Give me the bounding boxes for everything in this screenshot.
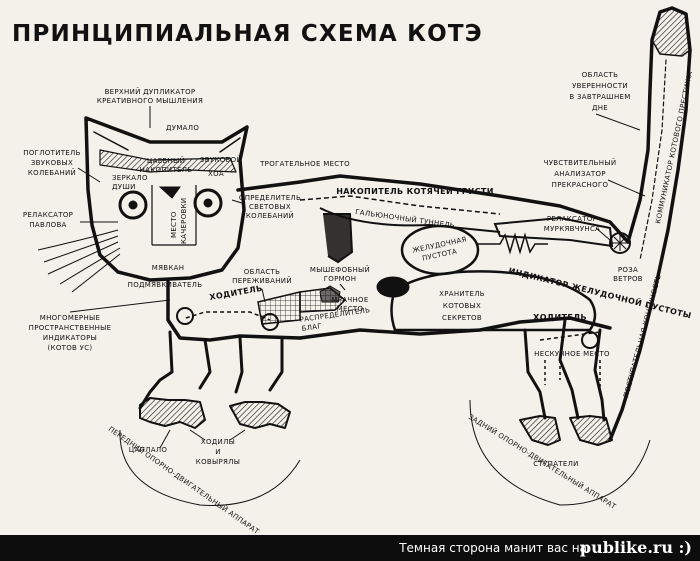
whiskers bbox=[37, 229, 121, 293]
label-sound-ear: ЗВУКОВОЙ bbox=[200, 155, 242, 164]
label-mouse-hormone-1: МЫШЕФОБНЫЙ bbox=[310, 265, 370, 274]
label-beauty-3: ПРЕКРАСНОГО bbox=[552, 181, 609, 189]
label-confidence-1: ОБЛАСТЬ bbox=[582, 71, 618, 79]
label-secrets-3: СЕКРЕТОВ bbox=[442, 314, 482, 322]
label-whisker-place-1: МЕСТО bbox=[170, 211, 178, 238]
label-tsaplo: ЦАПЛАЛО bbox=[129, 446, 168, 454]
label-confidence-2: УВЕРЕННОСТИ bbox=[572, 82, 628, 90]
label-steppers: СТУПАТЕЛИ bbox=[533, 460, 578, 468]
label-rear-walker: ХОДИТЕЛЬ bbox=[533, 313, 587, 322]
footer-text: Темная сторона манит вас на bbox=[399, 541, 587, 555]
label-front-walker: ХОДИТЕЛЬ bbox=[209, 284, 263, 302]
label-myavkan: МЯВКАН bbox=[152, 264, 185, 272]
label-sound-absorber-2: ЗВУКОВЫХ bbox=[31, 159, 73, 167]
label-relaxator-pavlov-2: ПАВЛОВА bbox=[29, 221, 66, 229]
labels: ВЕРХНИЙ ДУПЛИКАТОР КРЕАТИВНОГО МЫШЛЕНИЯ … bbox=[23, 71, 694, 537]
label-food-acc-2: НАКОПИТЕЛЬ bbox=[140, 166, 193, 174]
label-touch-place: ТРОГАТЕЛЬНОЕ МЕСТО bbox=[259, 160, 350, 168]
label-food-acc-1: ЦАЕВНЫЙ bbox=[147, 156, 185, 165]
label-purr-relax-2: МУРКЯВЧУНСА bbox=[544, 225, 600, 233]
internal-organs bbox=[176, 195, 631, 390]
label-soft-place: НЕСКУЧНОЕ МЕСТО bbox=[534, 350, 610, 358]
cat-outline bbox=[84, 6, 692, 446]
label-walkers-1: ХОДИЛЫ bbox=[201, 438, 235, 446]
label-top-duplicator-1: ВЕРХНИЙ ДУПЛИКАТОР bbox=[105, 87, 196, 96]
cat-eyes bbox=[118, 185, 223, 246]
label-multidim-4: (КОТОВ УС) bbox=[48, 344, 93, 352]
label-wind-rose-1: РОЗА bbox=[618, 266, 638, 274]
label-secrets-2: КОТОВЫХ bbox=[443, 302, 481, 310]
leg-apparatus-circles bbox=[119, 399, 651, 506]
label-worries-1: ОБЛАСТЬ bbox=[244, 268, 280, 276]
label-dark-place-1: МРАЧНОЕ bbox=[331, 296, 368, 304]
label-multidim-2: ПРОСТРАНСТВЕННЫЕ bbox=[29, 324, 112, 332]
label-top-duplicator-2: КРЕАТИВНОГО МЫШЛЕНИЯ bbox=[97, 97, 203, 105]
label-worries-2: ПЕРЕЖИВАНИЙ bbox=[232, 276, 292, 285]
label-relaxator-pavlov-1: РЕЛАКСАТОР bbox=[23, 211, 73, 219]
label-dark-place-2: МЕСТО bbox=[337, 305, 364, 313]
label-confidence-4: ДНЕ bbox=[592, 104, 608, 112]
label-dumalo: ДУМАЛО bbox=[166, 124, 199, 132]
label-wind-rose-2: ВЕТРОВ bbox=[613, 275, 643, 283]
label-light-3: КОЛЕБАНИЙ bbox=[246, 211, 294, 220]
label-secrets-1: ХРАНИТЕЛЬ bbox=[439, 290, 485, 298]
label-walkers-2: И bbox=[215, 448, 221, 456]
footer-brand-link[interactable]: publike.ru :) bbox=[579, 538, 692, 557]
label-sound-absorber-3: КОЛЕБАНИЙ bbox=[28, 168, 76, 177]
label-light-1: ОПРЕДЕЛИТЕЛЬ bbox=[239, 194, 301, 202]
label-multidim-3: ИНДИКАТОРЫ bbox=[43, 334, 97, 342]
footer-bar: Темная сторона манит вас на publike.ru :… bbox=[0, 535, 700, 561]
label-tunnel: ГАЛЬЮНОЧНЫЙ ТУННЕЛЬ bbox=[355, 207, 456, 230]
label-progress-limb: ПОСТУПАТЕЛЬНАЯ КОНЕЧНОСТЬ bbox=[622, 273, 663, 398]
label-walkers-3: КОВЫРЯЛЫ bbox=[196, 458, 240, 466]
label-whisker-place-2: КАЧЕРОВКИ bbox=[180, 198, 188, 244]
label-sadness: НАКОПИТЕЛЬ КОТЯЧЕЙ ГРУСТИ bbox=[336, 185, 494, 196]
label-eyes-1: ЗЕРКАЛО bbox=[112, 174, 148, 182]
diagram-title: ПРИНЦИПИАЛЬНАЯ СХЕМА КОТЭ bbox=[12, 21, 483, 47]
pointer-lines bbox=[69, 106, 646, 449]
label-eyes-2: ДУШИ bbox=[112, 183, 136, 191]
label-good-dist-2: БЛАГ bbox=[301, 322, 322, 333]
label-beauty-2: АНАЛИЗАТОР bbox=[554, 170, 606, 178]
label-hoa: ХОА bbox=[208, 170, 224, 178]
label-purr-relax-1: РЕЛАКСАТОР bbox=[547, 215, 597, 223]
label-multidim-1: МНОГОМЕРНЫЕ bbox=[40, 314, 100, 322]
label-light-2: СВЕТОВЫХ bbox=[249, 203, 291, 211]
label-front-apparatus: ПЕРЕДНИЙ ОПОРНО-ДВИГАТЕЛЬНЫЙ АППАРАТ bbox=[107, 424, 262, 536]
label-beauty-1: ЧУВСТВИТЕЛЬНЫЙ bbox=[544, 158, 617, 167]
label-podmyavkivatel: ПОДМЯВКИВАТЕЛЬ bbox=[128, 281, 203, 289]
label-mouse-hormone-2: ГОРМОН bbox=[324, 275, 357, 283]
label-confidence-3: В ЗАВТРАШНЕМ bbox=[569, 93, 630, 101]
label-sound-absorber-1: ПОГЛОТИТЕЛЬ bbox=[23, 149, 80, 157]
